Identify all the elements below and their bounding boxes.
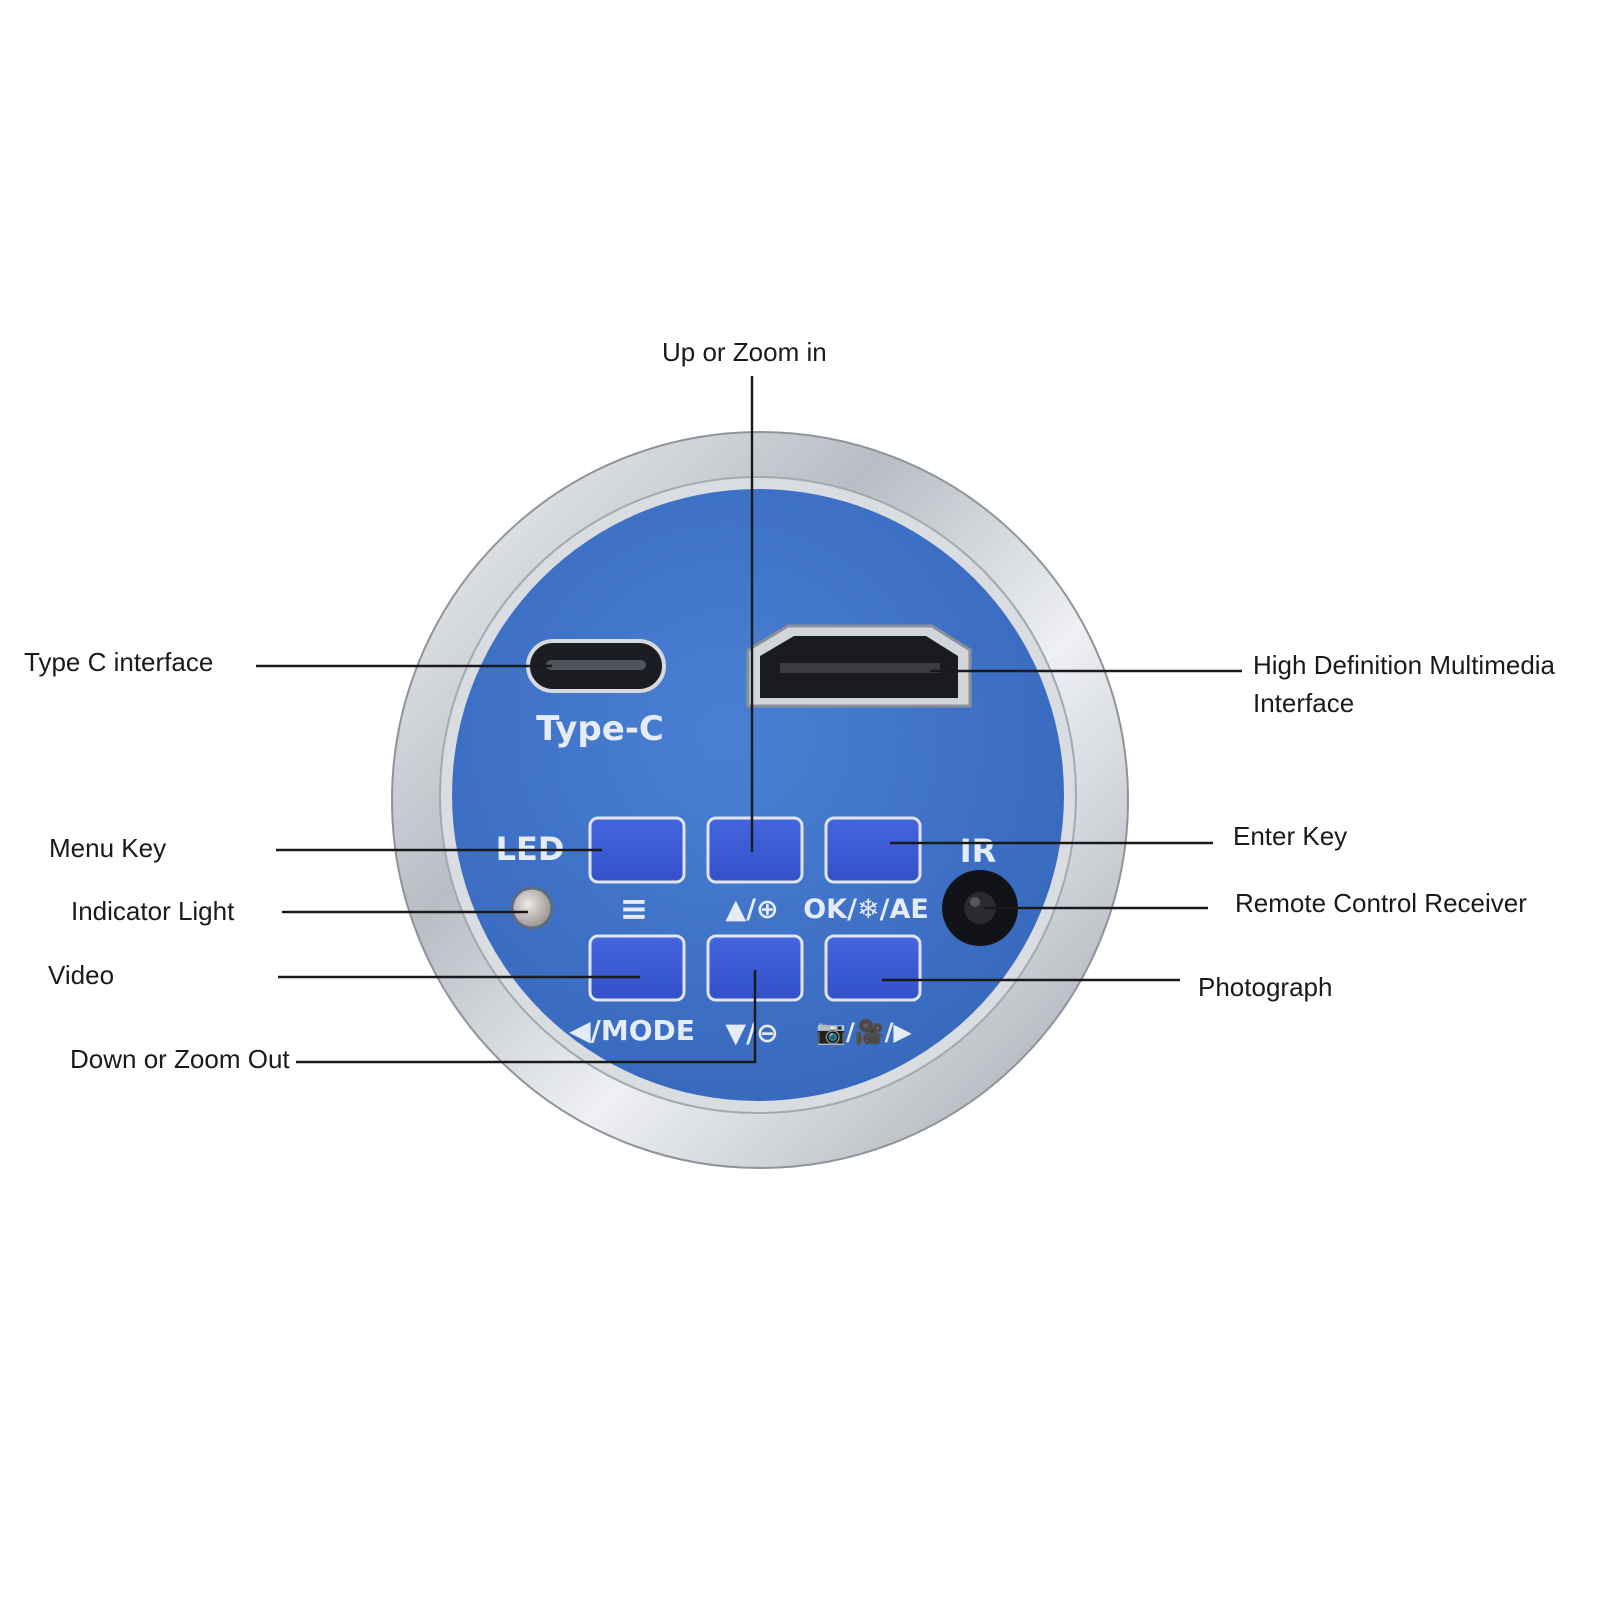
video-key[interactable] — [588, 934, 686, 1002]
callout-video: Video — [48, 960, 114, 990]
ok-ae-label: OK/❄/AE — [803, 894, 929, 925]
left-mode-label: ◀/MODE — [569, 1014, 695, 1047]
callout-indicator-light: Indicator Light — [71, 896, 235, 926]
type-c-port[interactable] — [526, 639, 666, 693]
photo-video-label: 📷/🎥/▶ — [816, 1018, 912, 1046]
callout-labels: Up or Zoom in Type C interface High Defi… — [24, 337, 1556, 1074]
callout-type-c-interface: Type C interface — [24, 647, 213, 677]
up-zoom-in-label: ▲/⊕ — [725, 894, 778, 925]
hdmi-port[interactable] — [746, 624, 972, 708]
leader-lines — [256, 376, 1242, 1064]
menu-key[interactable] — [588, 816, 686, 884]
type-c-label: Type-C — [536, 709, 664, 749]
callout-enter-key: Enter Key — [1233, 821, 1347, 851]
callout-hdmi-line1: High Definition Multimedia — [1253, 650, 1556, 680]
callout-hdmi-line2: Interface — [1253, 688, 1354, 718]
indicator-light — [510, 886, 554, 930]
menu-symbol-label: ≡ — [620, 889, 649, 929]
callout-up-or-zoom-in: Up or Zoom in — [662, 337, 827, 367]
up-zoom-in-key[interactable] — [706, 816, 804, 884]
enter-key[interactable] — [824, 816, 922, 884]
remote-control-receiver — [942, 870, 1018, 946]
callout-down-or-zoom-out: Down or Zoom Out — [70, 1044, 290, 1074]
callout-photograph: Photograph — [1198, 972, 1332, 1002]
camera-device: Type-C LED IR ≡ ▲/⊕ OK/❄/AE ◀/MODE ▼/⊖ 📷… — [391, 431, 1129, 1169]
down-zoom-out-leader — [296, 970, 757, 1064]
callout-remote-control-receiver: Remote Control Receiver — [1235, 888, 1527, 918]
down-zoom-out-label: ▼/⊖ — [725, 1018, 778, 1049]
photograph-key[interactable] — [824, 934, 922, 1002]
blue-control-panel — [452, 489, 1064, 1101]
callout-menu-key: Menu Key — [49, 833, 166, 863]
ir-label: IR — [960, 832, 997, 870]
